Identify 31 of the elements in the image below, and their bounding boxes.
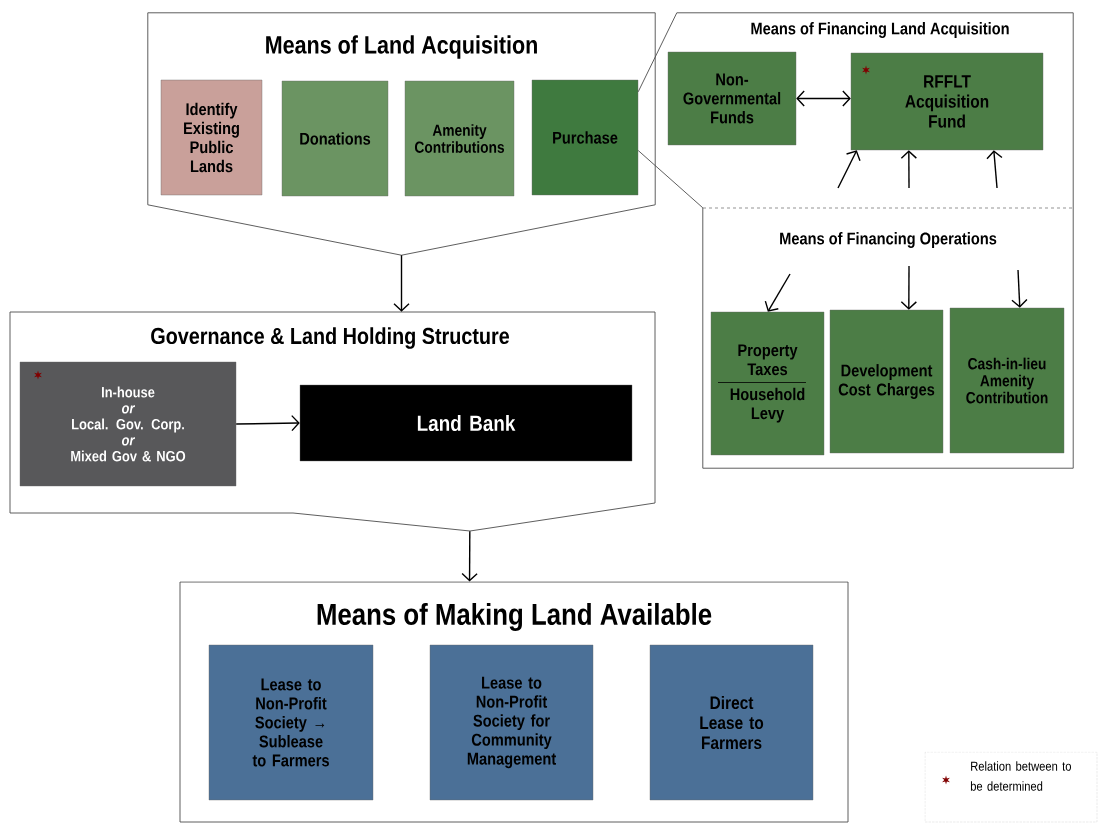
double-arrow: [796, 90, 851, 107]
process-box: Identify Existing Public Lands: [160, 79, 263, 196]
process-box: RFFLT Acquisition Fund: [850, 52, 1044, 151]
process-box: Amenity Contributions: [404, 80, 515, 197]
process-box: Purchase: [531, 79, 639, 196]
arrow: [1011, 269, 1028, 308]
arrow: [461, 530, 478, 582]
process-box: Non-Governmental Funds: [667, 51, 797, 146]
arrow: [900, 265, 918, 310]
process-box: Development Cost Charges: [829, 309, 944, 454]
node-label: Local. Gov. Corp.: [72, 418, 184, 433]
process-box: Donations: [281, 80, 389, 197]
arrow: [393, 254, 410, 312]
process-box: Property Taxes Household Levy: [710, 311, 825, 456]
arrow: [235, 414, 300, 432]
process-box: Lease to Non-Profit Society for Community Management: [429, 644, 594, 801]
arrow: [900, 150, 918, 189]
process-box: Lease to Non-Profit Society → Sublease to Farmers: [208, 644, 374, 801]
arrow: [764, 273, 791, 312]
process-box: In-house or Local. Gov. Corp. or Mixed Gov & NGO: [19, 361, 237, 487]
legend-text: Relation between to be determined: [970, 761, 1071, 791]
process-box: Direct Lease to Farmers: [649, 644, 814, 801]
process-box: Land Bank: [299, 384, 633, 462]
arrow: [986, 150, 1003, 189]
node-label: or: [121, 405, 136, 414]
process-box: Cash-in-lieu Amenity Contribution: [949, 307, 1065, 454]
callout-line: [637, 12, 704, 209]
arrow: [837, 150, 861, 189]
node-label: In-house: [101, 386, 155, 398]
node-label: or: [121, 437, 136, 446]
node-label: Mixed Gov & NGO: [71, 450, 186, 462]
